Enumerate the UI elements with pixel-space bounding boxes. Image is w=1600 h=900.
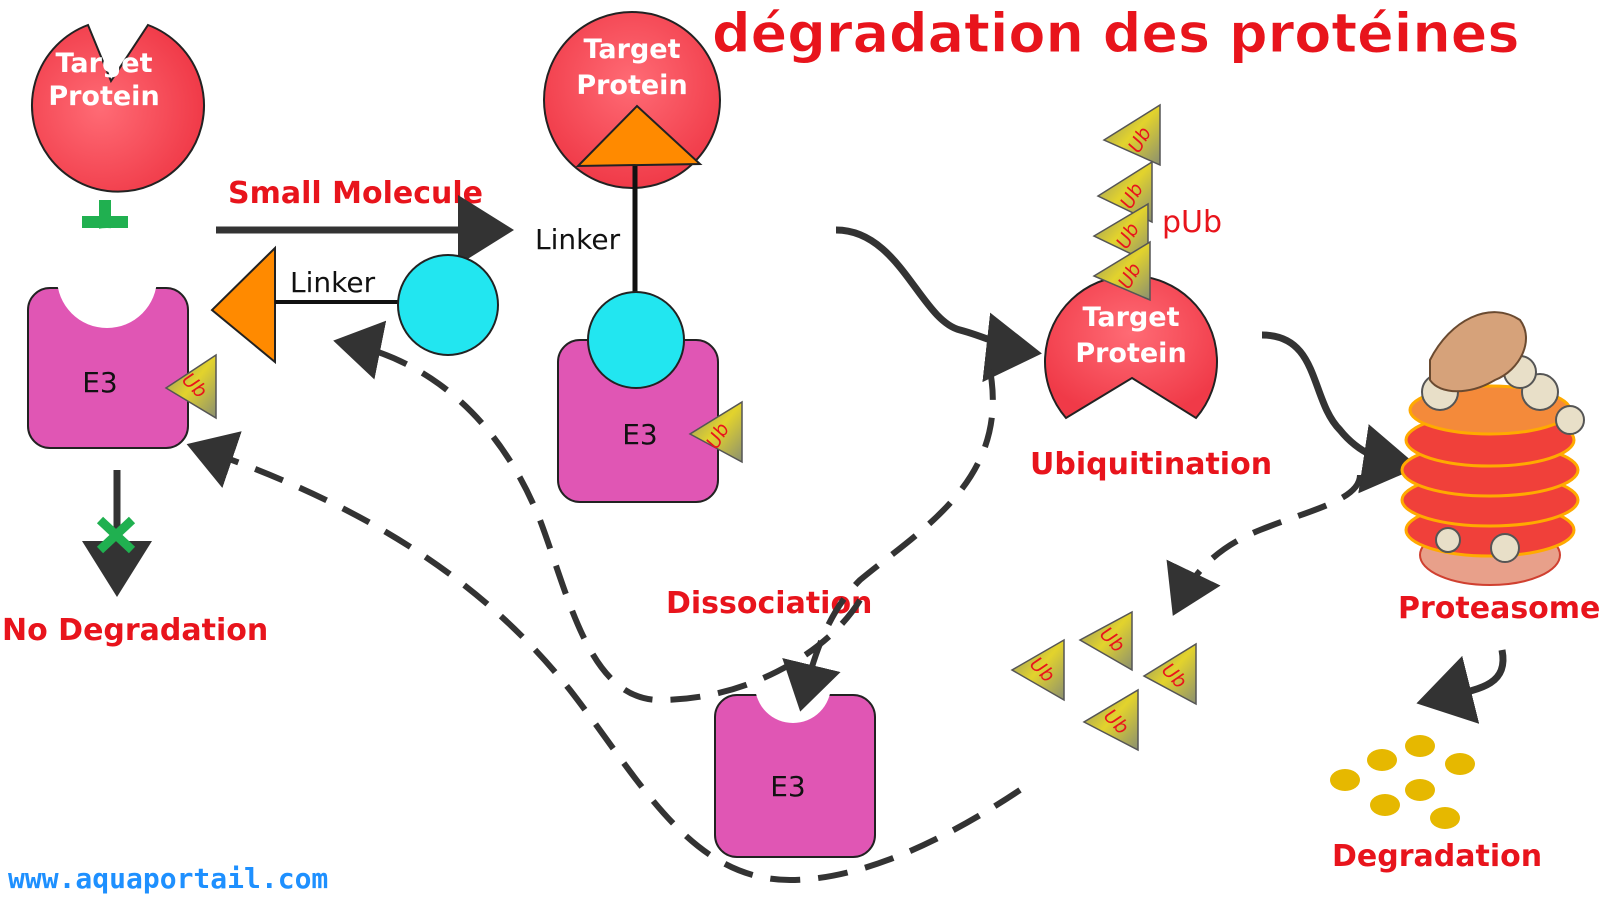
target-protein-label-line2: Protein	[48, 81, 159, 112]
ternary-target-label-line2: Protein	[576, 70, 687, 101]
ubiquitin-release-arrow	[1166, 474, 1363, 616]
ubiquitination-label: Ubiquitination	[1030, 447, 1272, 482]
recycle-arrow-e3	[186, 431, 1022, 884]
arrow-to-degradation	[1416, 649, 1507, 724]
small-molecule-label: Small Molecule	[228, 176, 483, 211]
polyubiquitin-chain: Ub Ub Ub Ub pUb	[1092, 103, 1222, 302]
degradation-label: Degradation	[1332, 839, 1542, 874]
free-ubiquitins: Ub Ub Ub Ub	[1010, 610, 1197, 752]
blocked-x-icon	[96, 516, 136, 554]
e3-ligase-recycled: E3	[714, 647, 876, 858]
no-degradation-label: No Degradation	[2, 613, 268, 648]
ubiquitinated-target-protein: Target Protein	[1044, 274, 1218, 420]
e3-label: E3	[82, 366, 118, 399]
recycled-e3-label: E3	[770, 770, 806, 803]
diagram-title: dégradation des protéines	[712, 2, 1520, 65]
arrow-to-proteasome	[1261, 331, 1419, 494]
arrow-to-ubiquitination	[835, 226, 1042, 383]
ternary-e3-label: E3	[622, 418, 658, 451]
protac-molecule: Linker	[210, 245, 499, 365]
ternary-linker-label: Linker	[535, 223, 621, 256]
ternary-complex: Target Protein Linker E3 Ub	[535, 11, 743, 503]
ub-target-label-line1: Target	[1082, 302, 1179, 333]
e3-ligase-left: E3	[27, 228, 189, 449]
ub-target-label-line2: Protein	[1075, 338, 1186, 369]
proteasome	[1400, 311, 1585, 586]
linker-label: Linker	[290, 266, 376, 299]
ternary-target-label-line1: Target	[583, 34, 680, 65]
proteasome-label: Proteasome	[1398, 591, 1600, 626]
pub-label: pUb	[1162, 205, 1222, 240]
watermark-url: www.aquaportail.com	[8, 862, 328, 895]
peptide-fragments	[1330, 735, 1475, 829]
target-protein-label-line1: Target	[55, 48, 152, 79]
dissociation-arrow-down	[782, 369, 996, 712]
dissociation-arrow-up	[333, 320, 863, 704]
target-protein-free: Target Protein	[31, 23, 205, 193]
